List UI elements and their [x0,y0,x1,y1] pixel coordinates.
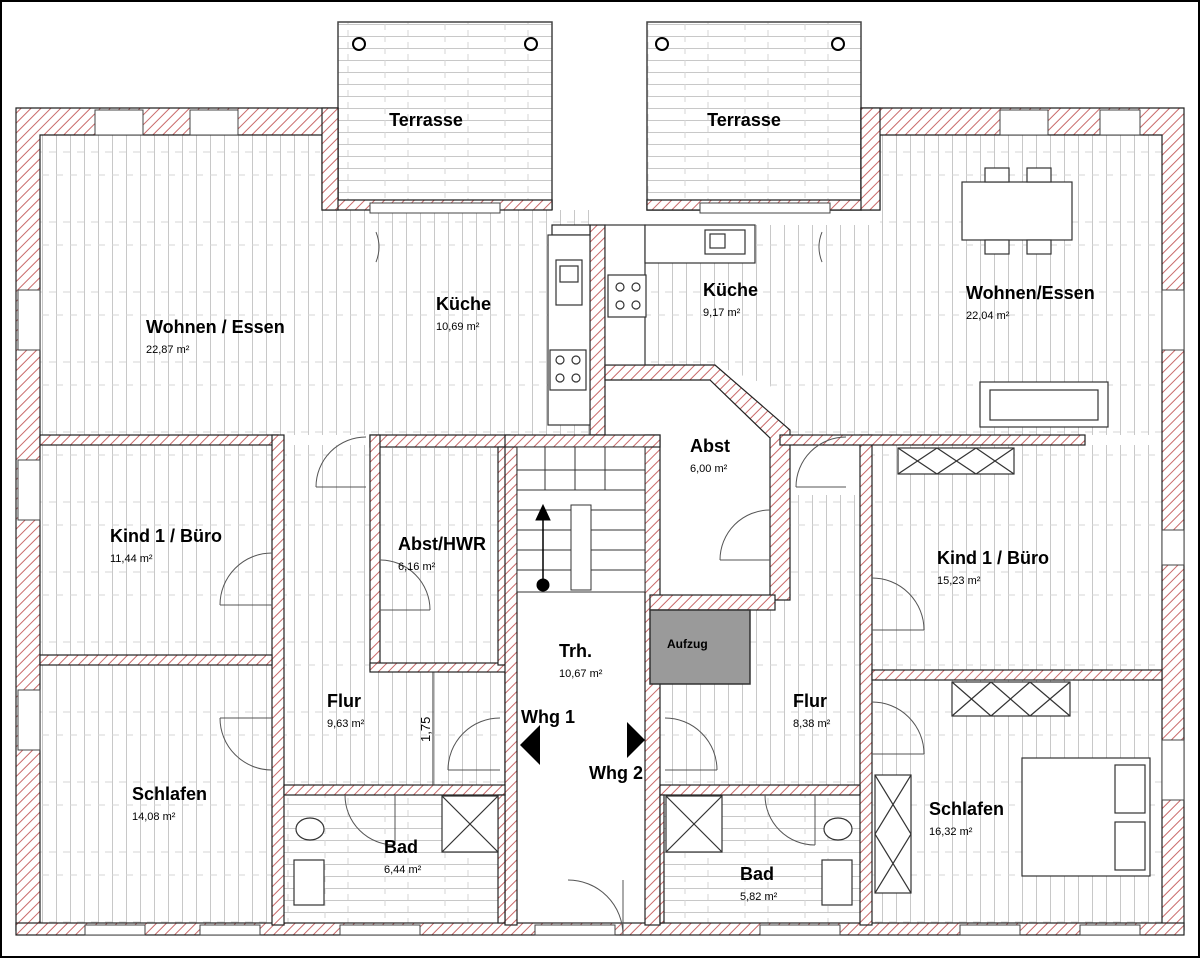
staircase [516,446,646,593]
room-name-kueche-right: Küche [703,280,758,300]
room-name-flur-right: Flur [793,691,827,711]
room-area-kind-left: 11,44 m² [110,553,153,565]
dining-table [961,167,1073,255]
room-area-bad-left: 6,44 m² [384,864,422,876]
room-area-flur-right: 8,38 m² [793,718,831,730]
room-area-kueche-left: 10,69 m² [436,321,480,333]
room-name-schlafen-right: Schlafen [929,799,1004,819]
whg1-entrance-arrow [520,725,540,765]
doors [219,231,925,936]
room-area-abst-hwr: 6,16 m² [398,561,436,573]
room-area-flur-left: 9,63 m² [327,718,365,730]
room-name-wohnen-right: Wohnen/Essen [966,283,1095,303]
room-name-abst: Abst [690,436,730,456]
room-name-kind-right: Kind 1 / Büro [937,548,1049,568]
room-area-abst: 6,00 m² [690,463,728,475]
room-area-schlafen-left: 14,08 m² [132,811,176,823]
bathroom-right-fixtures [665,795,853,906]
room-name-kind-left: Kind 1 / Büro [110,526,222,546]
room-name-schlafen-left: Schlafen [132,784,207,804]
whg2-entrance-arrow [627,722,645,758]
room-area-wohnen-right: 22,04 m² [966,310,1010,322]
wardrobe-right-kind [897,447,1015,475]
whg2-label: Whg 2 [589,763,643,783]
room-name-aufzug: Aufzug [667,637,708,651]
room-area-kueche-right: 9,17 m² [703,307,741,319]
windows [17,109,1185,936]
room-name-kueche-left: Küche [436,294,491,314]
room-name-bad-right: Bad [740,864,774,884]
room-name-abst-hwr: Abst/HWR [398,534,486,554]
wardrobe-right-schlafen-side [874,774,912,894]
room-area-schlafen-right: 16,32 m² [929,826,973,838]
terrace-right-label: Terrasse [707,110,781,130]
dimension-line [428,671,438,786]
sofa [979,381,1109,428]
wardrobe-right-schlafen-top [951,681,1071,717]
room-area-trh: 10,67 m² [559,668,603,680]
room-name-trh: Trh. [559,641,592,661]
whg1-label: Whg 1 [521,707,575,727]
double-bed [1021,757,1151,877]
dimension-label: 1,75 [418,717,433,742]
kitchen-right-counter [604,224,756,366]
room-name-bad-left: Bad [384,837,418,857]
room-name-flur-left: Flur [327,691,361,711]
kitchen-left-counter [547,234,591,426]
room-area-kind-right: 15,23 m² [937,575,981,587]
room-area-wohnen-left: 22,87 m² [146,344,190,356]
terrace-left-label: Terrasse [389,110,463,130]
room-area-bad-right: 5,82 m² [740,891,778,903]
terrace-right [646,21,862,211]
elevator-shaft [649,609,751,685]
room-name-wohnen-left: Wohnen / Essen [146,317,285,337]
bathroom-left-fixtures [293,795,499,906]
terrace-left [337,21,553,211]
